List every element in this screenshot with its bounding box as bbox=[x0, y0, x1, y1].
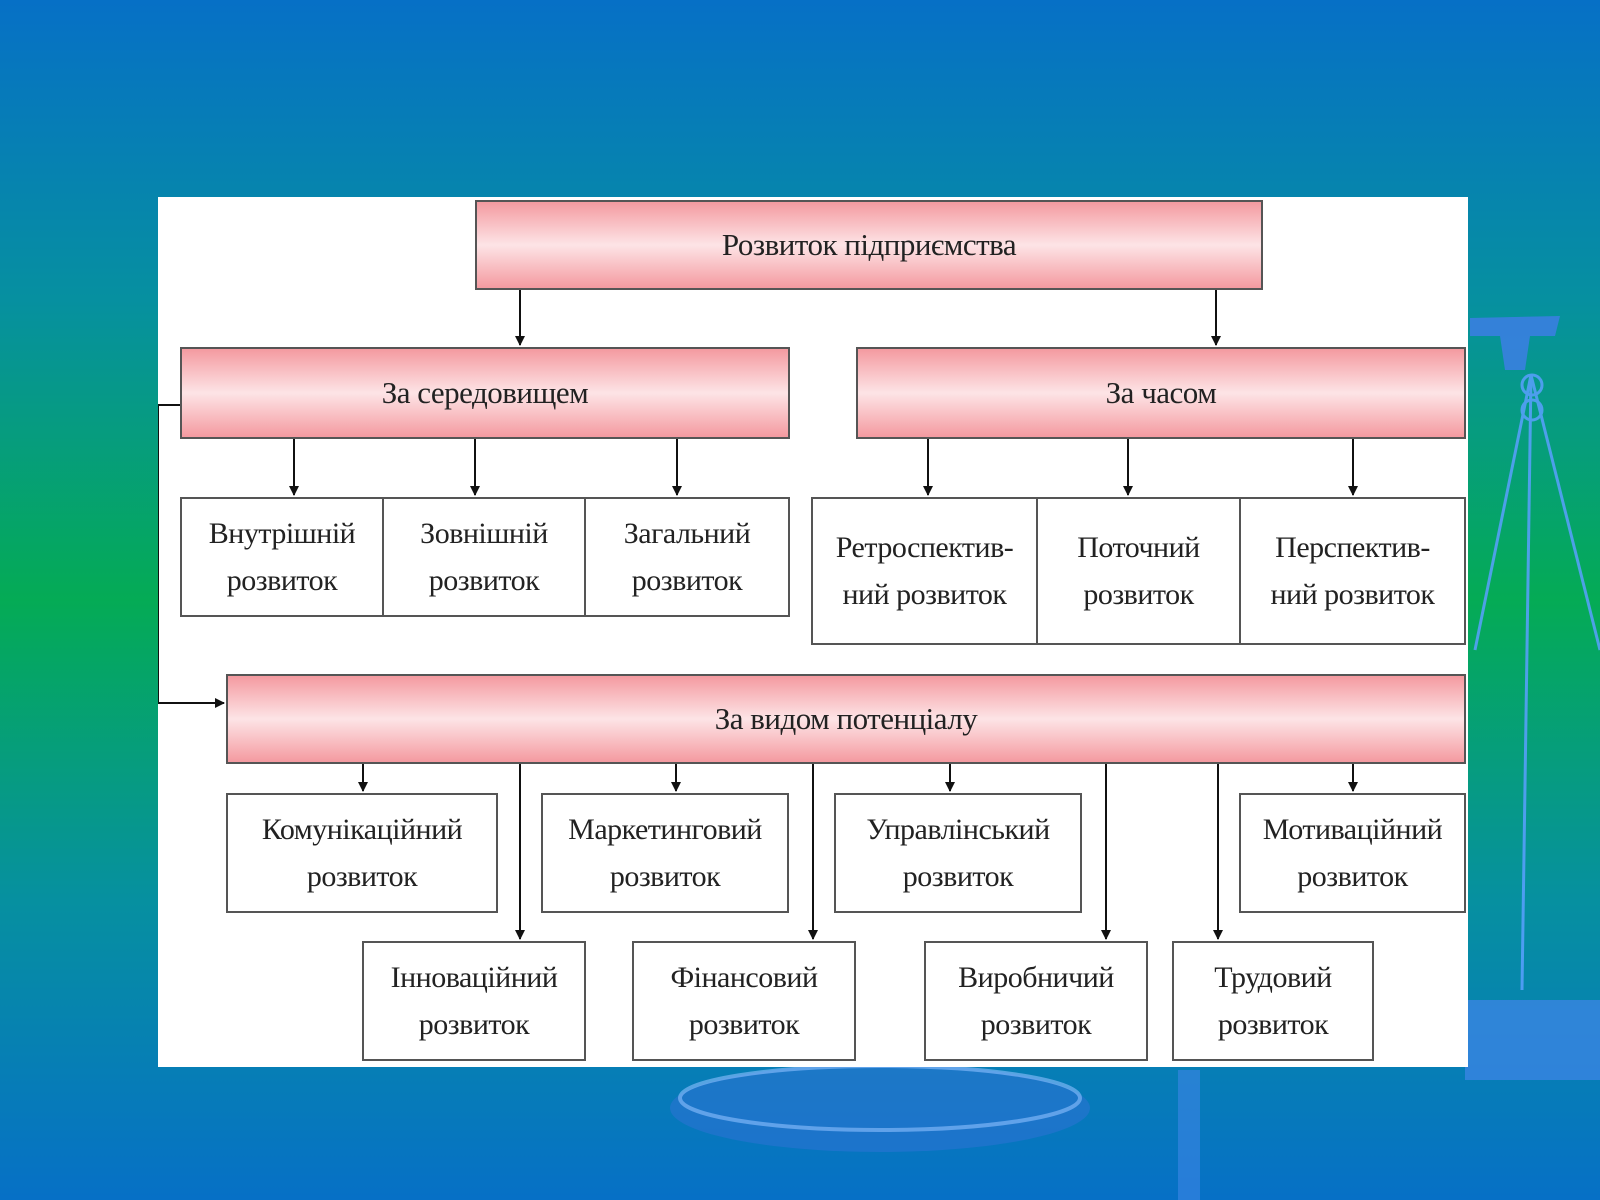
prospective-development-node: Перспектив- ний розвиток bbox=[1239, 497, 1466, 645]
general-development-node: Загальний розвиток bbox=[584, 497, 790, 617]
node-line-2: розвиток bbox=[902, 860, 1014, 893]
node-line-1: Перспектив- bbox=[1275, 530, 1430, 564]
node-line-2: розвиток bbox=[428, 564, 540, 597]
external-development-node: Зовнішній розвиток bbox=[382, 497, 586, 617]
node-line-1: Маркетинговий bbox=[568, 812, 762, 846]
node-line-1: Комунікаційний bbox=[261, 812, 463, 846]
node-line-1: Ретроспектив- bbox=[835, 530, 1014, 564]
production-development-node: Виробничий розвиток bbox=[924, 941, 1148, 1061]
node-line-1: Інноваційний bbox=[390, 960, 558, 994]
labor-development-node: Трудовий розвиток bbox=[1172, 941, 1374, 1061]
diagram-panel: Розвиток підприємства За середовищем За … bbox=[158, 197, 1468, 1067]
internal-development-node: Внутрішній розвиток bbox=[180, 497, 384, 617]
node-line-1: Виробничий bbox=[958, 960, 1114, 994]
time-category-label: За часом bbox=[1105, 375, 1217, 410]
root-node: Розвиток підприємства bbox=[475, 200, 1263, 290]
node-line-1: Поточний bbox=[1077, 530, 1200, 564]
node-line-1: Внутрішній bbox=[208, 516, 356, 550]
managerial-development-node: Управлінський розвиток bbox=[834, 793, 1082, 913]
node-line-2: розвиток bbox=[1217, 1008, 1329, 1041]
node-line-1: Управлінський bbox=[866, 812, 1050, 846]
environment-category-label: За середовищем bbox=[381, 375, 589, 410]
node-line-1: Трудовий bbox=[1214, 960, 1332, 994]
node-line-2: розвиток bbox=[306, 860, 418, 893]
node-line-2: розвиток bbox=[980, 1008, 1092, 1041]
node-line-1: Фінансовий bbox=[670, 960, 818, 994]
node-line-1: Мотиваційний bbox=[1262, 812, 1443, 846]
node-line-2: розвиток bbox=[688, 1008, 800, 1041]
node-line-1: Загальний bbox=[623, 516, 751, 550]
environment-category-node: За середовищем bbox=[180, 347, 790, 439]
marketing-development-node: Маркетинговий розвиток bbox=[541, 793, 789, 913]
node-line-2: розвиток bbox=[631, 564, 743, 597]
financial-development-node: Фінансовий розвиток bbox=[632, 941, 856, 1061]
node-line-2: розвиток bbox=[1297, 860, 1408, 893]
retrospective-development-node: Ретроспектив- ний розвиток bbox=[811, 497, 1038, 645]
root-node-label: Розвиток підприємства bbox=[721, 227, 1017, 262]
time-category-node: За часом bbox=[856, 347, 1466, 439]
node-line-2: ний розвиток bbox=[1270, 578, 1435, 611]
node-line-2: розвиток bbox=[226, 564, 338, 597]
potential-category-label: За видом потенціалу bbox=[714, 701, 978, 736]
innovation-development-node: Інноваційний розвиток bbox=[362, 941, 586, 1061]
current-development-node: Поточний розвиток bbox=[1036, 497, 1241, 645]
node-line-1: Зовнішній bbox=[420, 516, 548, 550]
node-line-2: розвиток bbox=[1083, 578, 1194, 611]
node-line-2: ний розвиток bbox=[842, 578, 1007, 611]
node-line-2: розвиток bbox=[418, 1008, 530, 1041]
node-line-2: розвиток bbox=[609, 860, 721, 893]
motivational-development-node: Мотиваційний розвиток bbox=[1239, 793, 1466, 913]
communication-development-node: Комунікаційний розвиток bbox=[226, 793, 498, 913]
potential-category-node: За видом потенціалу bbox=[226, 674, 1466, 764]
